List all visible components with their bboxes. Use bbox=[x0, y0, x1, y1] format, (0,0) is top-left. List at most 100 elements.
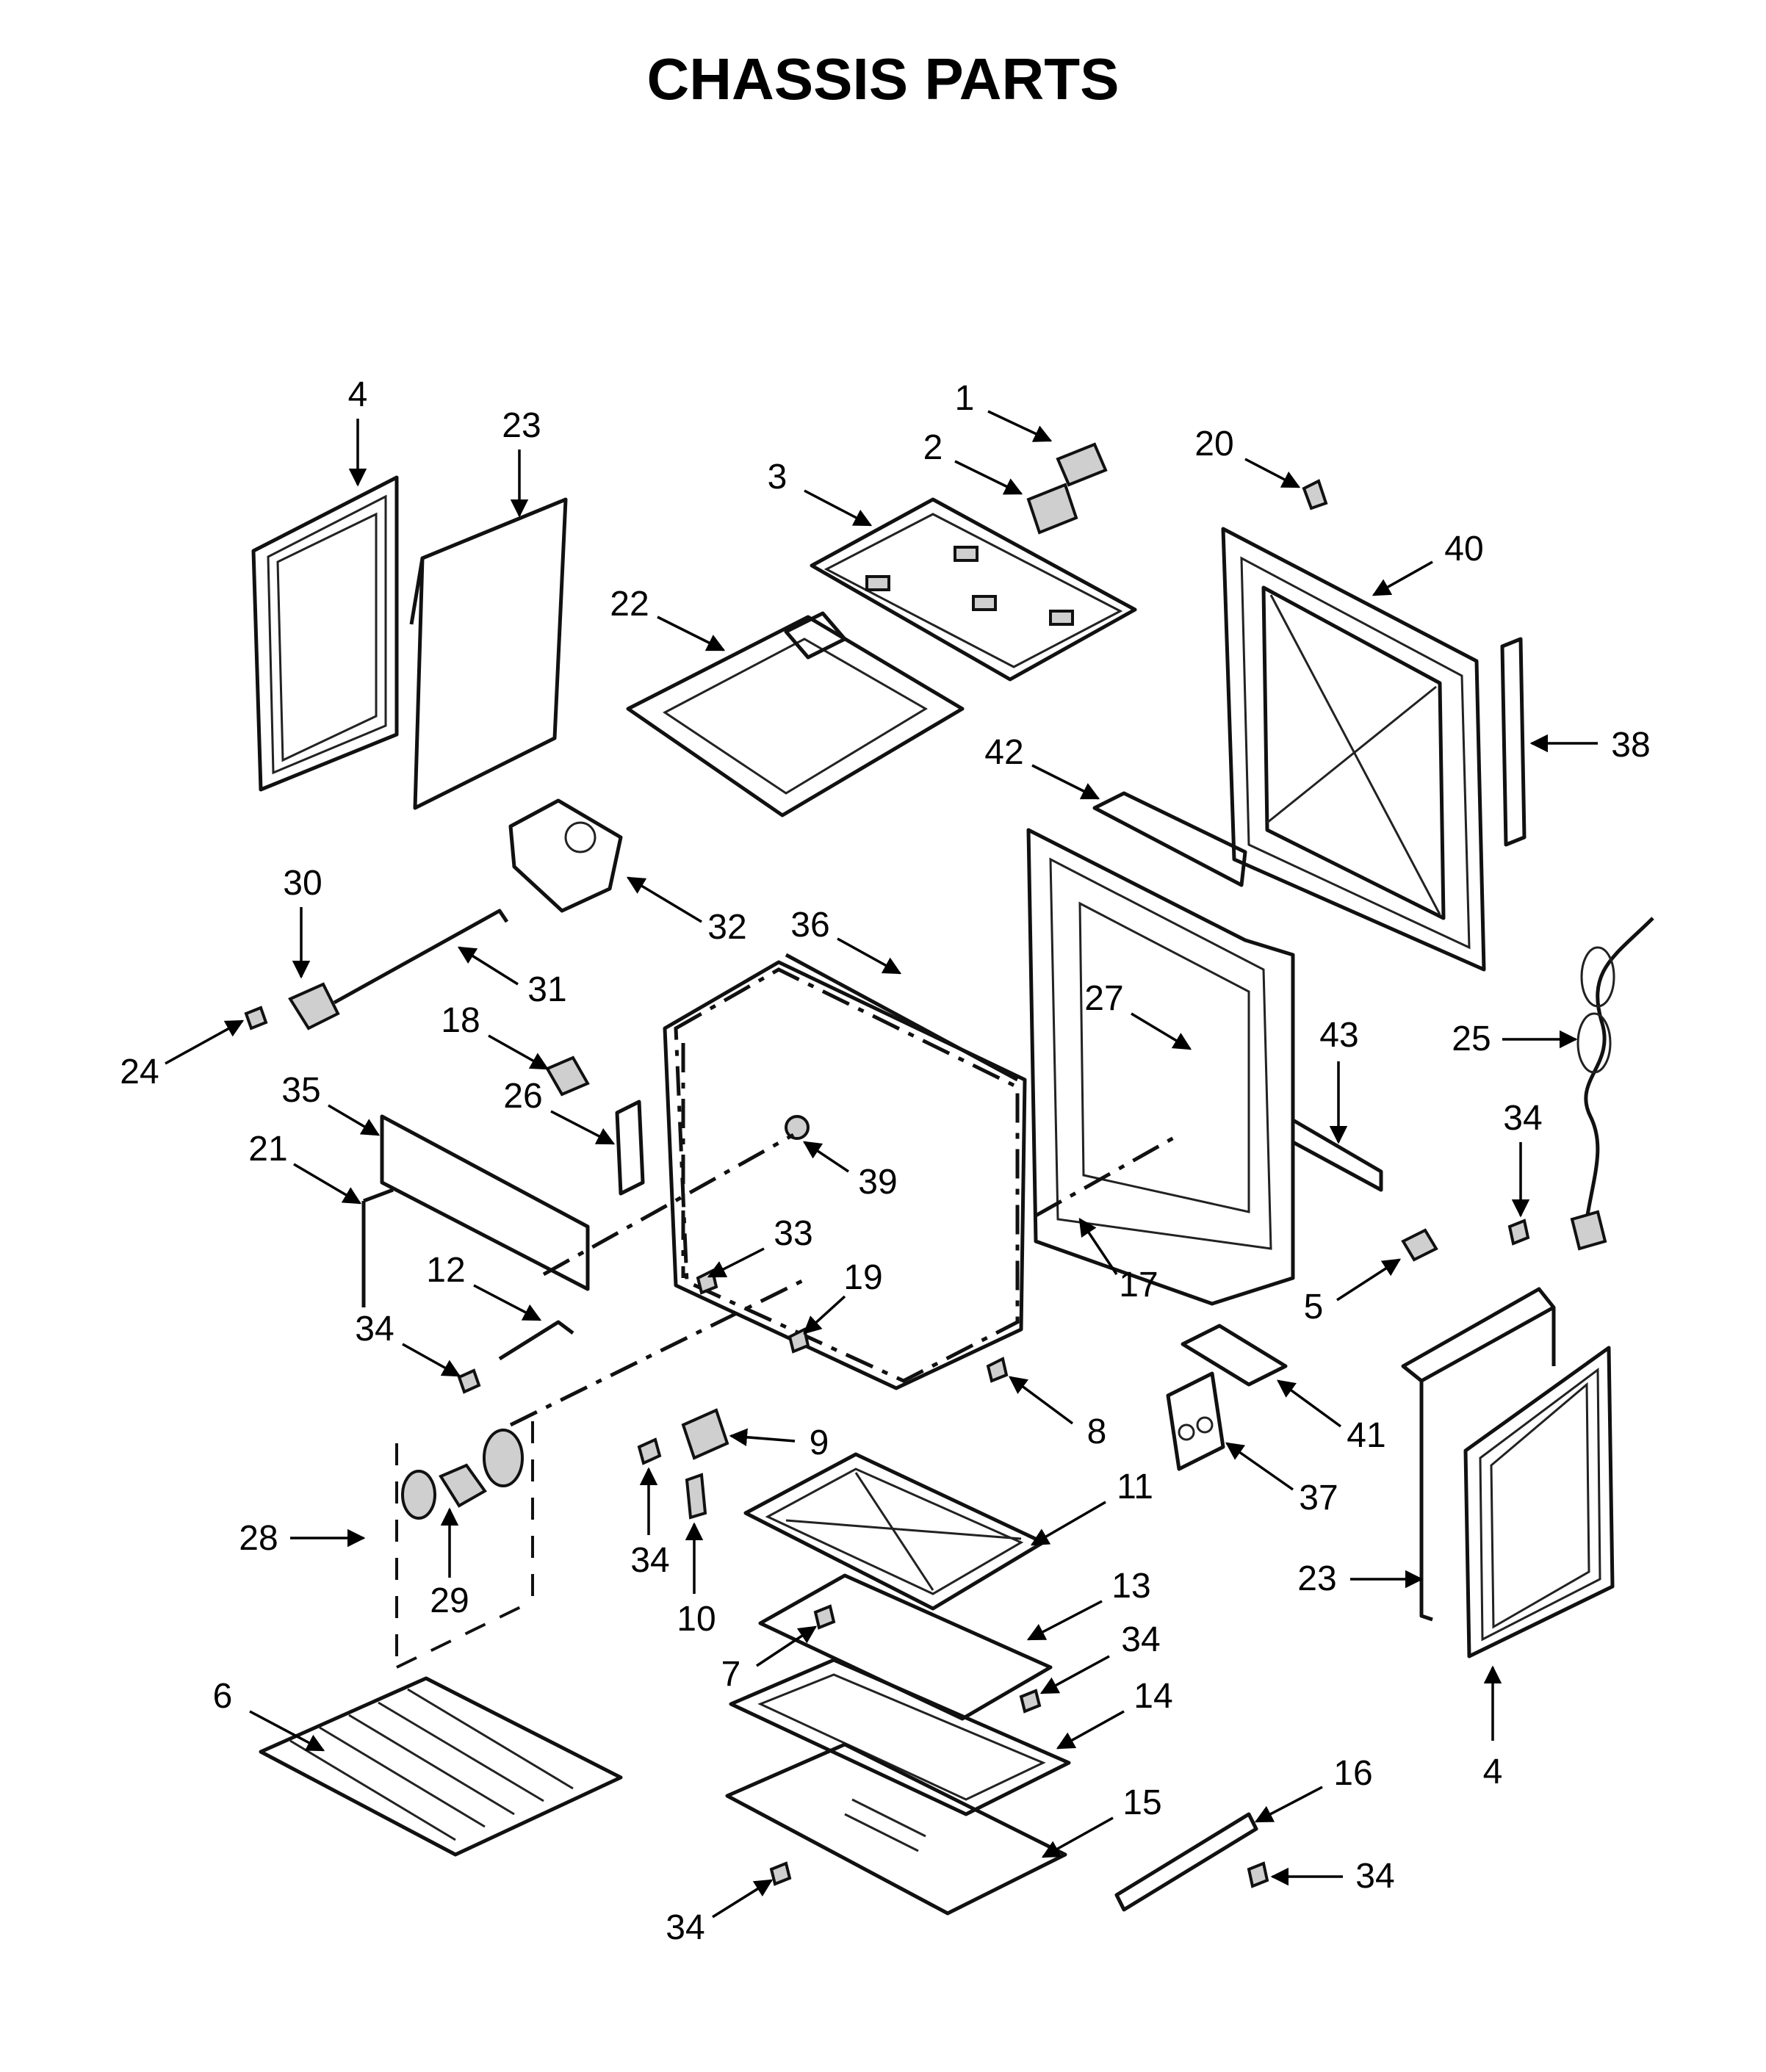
part-34-screw-b bbox=[637, 1437, 662, 1465]
callout-34-bottom: 34 bbox=[666, 1908, 704, 1947]
callout-4-right: 4 bbox=[1483, 1752, 1503, 1791]
callout-29: 29 bbox=[430, 1581, 469, 1620]
part-4-left-side-panel bbox=[251, 475, 399, 792]
callout-3: 3 bbox=[768, 458, 788, 497]
callout-31: 31 bbox=[527, 970, 566, 1009]
callout-12: 12 bbox=[426, 1251, 465, 1290]
part-11-oven-bottom bbox=[743, 1452, 1045, 1611]
callout-14: 14 bbox=[1134, 1677, 1172, 1716]
part-19-screw bbox=[788, 1327, 810, 1354]
callout-24: 24 bbox=[120, 1053, 159, 1091]
part-34-screw-d bbox=[769, 1861, 792, 1886]
callout-39: 39 bbox=[858, 1163, 897, 1202]
callout-32: 32 bbox=[707, 908, 746, 947]
callout-27: 27 bbox=[1084, 979, 1123, 1018]
part-15-drawer-bottom bbox=[725, 1742, 1067, 1916]
part-18-sensor bbox=[545, 1055, 590, 1097]
part-32-assembly bbox=[508, 798, 623, 913]
page-title: CHASSIS PARTS bbox=[646, 46, 1119, 112]
part-38-side-strip bbox=[1500, 637, 1527, 847]
part-23-right-insulation bbox=[1401, 1287, 1556, 1622]
part-22-top-tray bbox=[626, 611, 965, 817]
part-40-back-panel bbox=[1221, 527, 1486, 972]
assembly-lines bbox=[395, 1133, 1181, 1669]
part-30-bracket bbox=[288, 982, 340, 1030]
part-3-top-frame bbox=[810, 497, 1137, 682]
callout-34-right-top: 34 bbox=[1503, 1099, 1542, 1138]
part-34-screw-f bbox=[1507, 1219, 1530, 1246]
part-43-rod bbox=[1291, 1118, 1383, 1192]
callout-41: 41 bbox=[1347, 1416, 1385, 1455]
callout-18: 18 bbox=[441, 1001, 480, 1040]
callouts: 1 2 3 20 40 4 23 22 42 38 30 31 bbox=[120, 375, 1650, 1947]
part-5-clip bbox=[1401, 1228, 1438, 1262]
callout-22: 22 bbox=[610, 585, 649, 624]
callout-9: 9 bbox=[810, 1423, 829, 1462]
callout-36: 36 bbox=[790, 906, 829, 945]
callout-38: 38 bbox=[1611, 726, 1650, 765]
callout-19: 19 bbox=[843, 1258, 882, 1297]
callout-34-mid: 34 bbox=[630, 1541, 669, 1580]
part-1-bracket bbox=[1056, 442, 1108, 487]
callout-21: 21 bbox=[248, 1130, 287, 1169]
callout-43: 43 bbox=[1319, 1016, 1358, 1055]
part-8-screw bbox=[986, 1357, 1009, 1383]
part-14-drawer-frame bbox=[729, 1658, 1071, 1816]
part-10-spring bbox=[685, 1473, 707, 1520]
callout-2: 2 bbox=[923, 428, 943, 467]
oven-cavity bbox=[663, 953, 1027, 1390]
callout-25: 25 bbox=[1452, 1019, 1491, 1058]
callout-40: 40 bbox=[1444, 530, 1483, 568]
callout-1: 1 bbox=[955, 379, 975, 418]
part-9-valve bbox=[681, 1408, 729, 1460]
part-42-bracket-strip bbox=[1092, 791, 1247, 887]
callout-23-left: 23 bbox=[502, 406, 541, 445]
part-31-rod bbox=[333, 909, 509, 1005]
part-28-light-lens bbox=[401, 1470, 436, 1520]
callout-20: 20 bbox=[1194, 425, 1233, 463]
callout-33: 33 bbox=[774, 1214, 812, 1253]
part-4-right-side-panel bbox=[1463, 1346, 1615, 1658]
callout-34-center: 34 bbox=[1121, 1620, 1160, 1659]
callout-8: 8 bbox=[1087, 1412, 1107, 1451]
callout-11: 11 bbox=[1117, 1468, 1153, 1506]
callout-26: 26 bbox=[503, 1077, 542, 1116]
part-17-rear-inner-panel bbox=[1026, 828, 1295, 1306]
part-37-control-board bbox=[1166, 1371, 1225, 1471]
part-16-rail bbox=[1114, 1812, 1258, 1912]
part-7-screw bbox=[813, 1604, 836, 1630]
part-20-clip bbox=[1302, 479, 1328, 510]
callout-10: 10 bbox=[677, 1600, 716, 1639]
part-24-screw bbox=[244, 1006, 268, 1030]
part-35-panel bbox=[380, 1114, 590, 1291]
part-41-shield bbox=[1181, 1324, 1288, 1387]
callout-28: 28 bbox=[239, 1519, 278, 1558]
callout-23-right: 23 bbox=[1297, 1559, 1336, 1598]
callout-15: 15 bbox=[1122, 1783, 1161, 1822]
callout-5: 5 bbox=[1304, 1288, 1324, 1326]
part-34-screw-c bbox=[1019, 1689, 1042, 1714]
callout-17: 17 bbox=[1119, 1266, 1158, 1304]
callout-13: 13 bbox=[1111, 1567, 1150, 1606]
callout-30: 30 bbox=[283, 864, 322, 903]
part-13-panel bbox=[758, 1573, 1053, 1721]
part-26-bracket bbox=[615, 1100, 645, 1196]
part-34-screw-e bbox=[1247, 1861, 1269, 1888]
part-2-bracket bbox=[1026, 483, 1078, 535]
callout-42: 42 bbox=[984, 733, 1023, 772]
part-23-left-insulation bbox=[409, 497, 568, 810]
part-25-power-cord bbox=[1570, 917, 1654, 1251]
part-6-oven-rack bbox=[259, 1676, 623, 1857]
callout-7: 7 bbox=[721, 1655, 741, 1694]
callout-6: 6 bbox=[213, 1677, 233, 1716]
callout-34-right-bottom: 34 bbox=[1355, 1857, 1394, 1896]
callout-4-left: 4 bbox=[348, 375, 368, 414]
callout-16: 16 bbox=[1333, 1754, 1372, 1793]
part-21-gasket bbox=[361, 1188, 394, 1307]
callout-34-left: 34 bbox=[355, 1310, 394, 1349]
part-12-element bbox=[498, 1320, 574, 1361]
part-29-bulb bbox=[439, 1429, 524, 1508]
callout-35: 35 bbox=[281, 1071, 320, 1110]
callout-37: 37 bbox=[1299, 1479, 1338, 1517]
